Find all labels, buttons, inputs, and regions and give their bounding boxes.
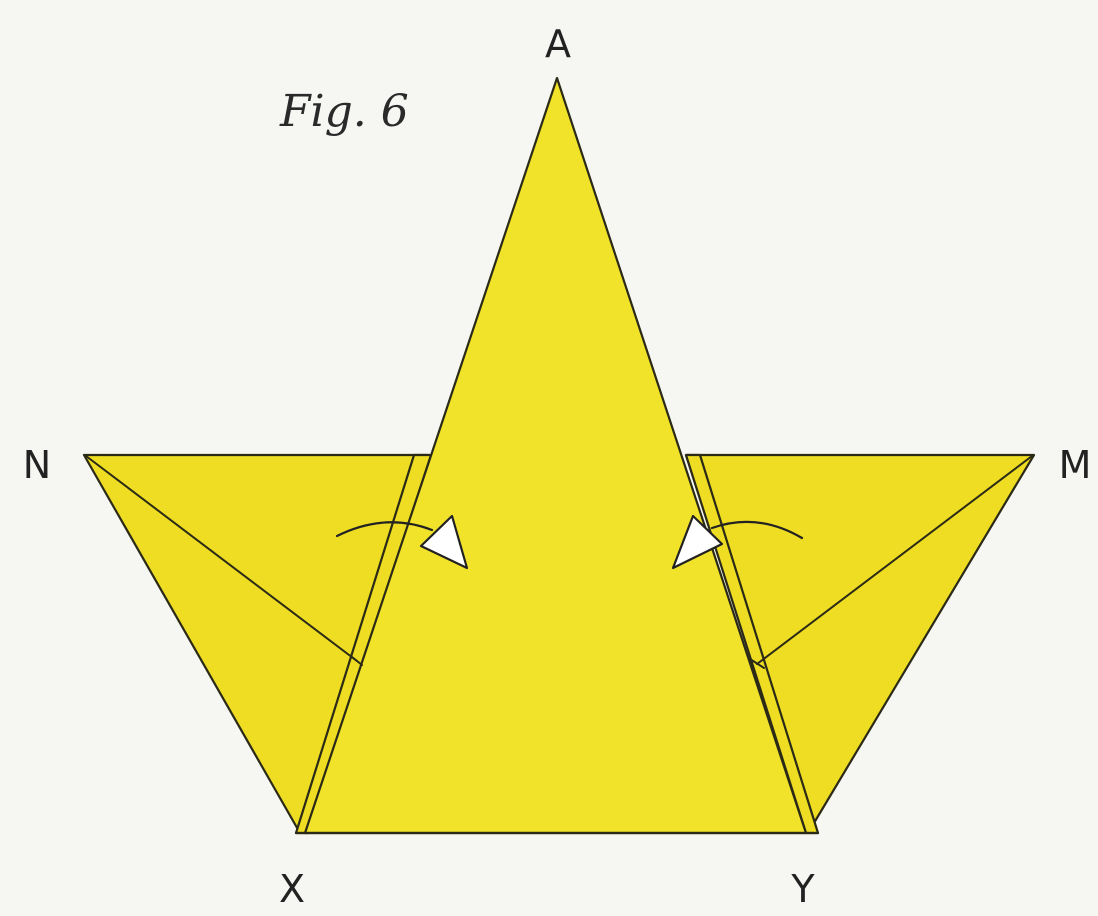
left-tick-crease xyxy=(351,656,363,666)
left-diagonal-crease xyxy=(85,455,358,662)
vertex-label-a: A xyxy=(545,22,571,66)
right-tick-crease xyxy=(749,658,765,669)
figure-title: Fig. 6 xyxy=(279,86,409,137)
curved-arrow-left-icon xyxy=(671,514,804,570)
vertex-label-n: N xyxy=(23,443,51,487)
right-diagonal-crease xyxy=(756,455,1033,665)
vertex-label-m: M xyxy=(1059,443,1092,487)
vertex-label-x: X xyxy=(279,867,305,911)
curved-arrow-right-icon xyxy=(335,514,469,570)
vertex-label-y: Y xyxy=(790,867,815,911)
